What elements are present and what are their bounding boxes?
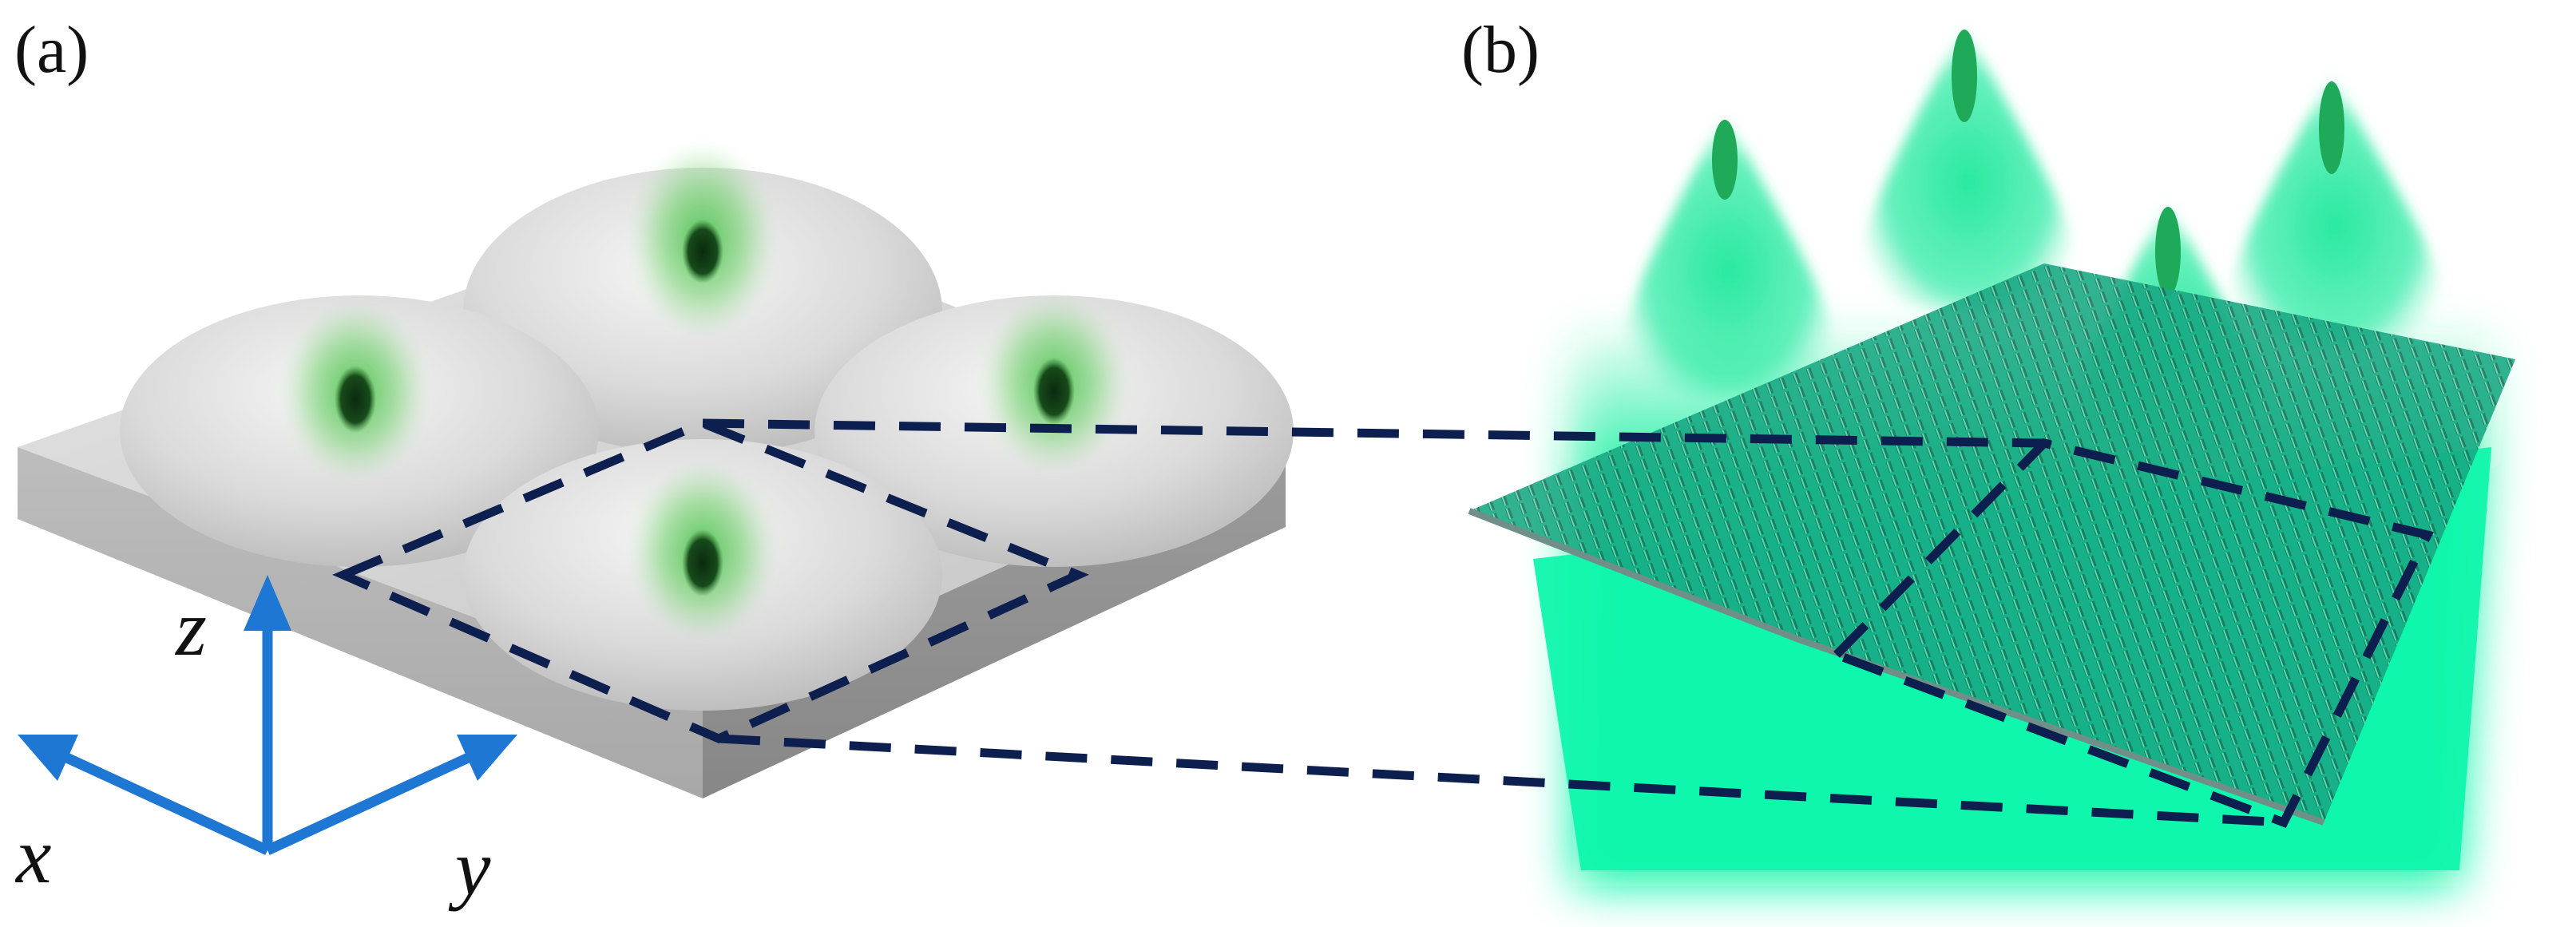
y-axis-arrow <box>265 750 478 855</box>
projection-line-top <box>702 418 2045 448</box>
emission-lobe-2 <box>1861 24 2076 311</box>
emission-lobe-1 <box>1621 112 1837 399</box>
emission-lobe-3 <box>2228 72 2443 351</box>
coordinate-axes: z x y <box>14 575 517 912</box>
x-axis-label: x <box>14 811 51 900</box>
x-axis-arrow <box>57 750 270 855</box>
substrate-left-side <box>18 447 703 798</box>
unit-cell-outline-a <box>332 418 1089 744</box>
metasurface-plate <box>1469 263 2515 822</box>
dome-left <box>120 295 599 567</box>
dome-front <box>463 439 942 711</box>
panel-b: (b) <box>1461 13 2515 886</box>
z-axis-label: z <box>174 584 207 672</box>
panel-label-b: (b) <box>1461 13 1540 87</box>
y-axis-label: y <box>448 823 491 912</box>
panel-label-a: (a) <box>14 13 89 87</box>
panel-a: z x y (a) <box>14 13 1294 912</box>
unit-cell-outline-b <box>1829 438 2435 828</box>
projection-lines <box>702 418 2285 827</box>
